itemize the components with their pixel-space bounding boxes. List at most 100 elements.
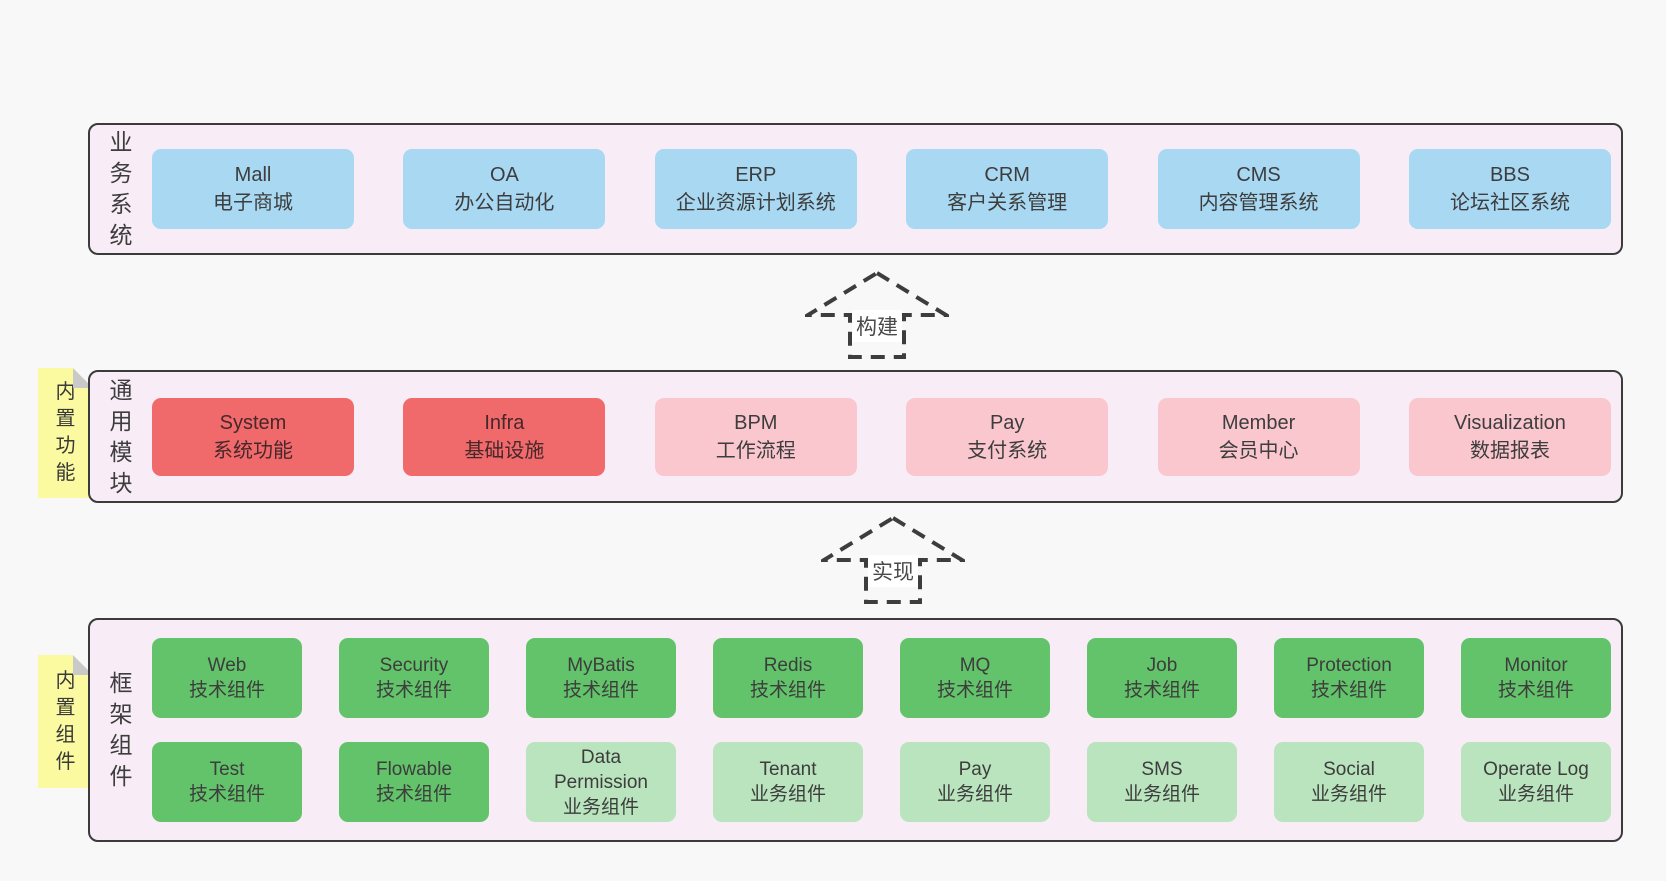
box-bpm: BPM 工作流程 bbox=[654, 397, 857, 476]
box-job-name: Job bbox=[1146, 655, 1178, 676]
arrow-build-label: 构建 bbox=[852, 310, 902, 342]
dashed-up-arrow-icon bbox=[821, 515, 965, 604]
box-erp-desc: 企业资源计划系统 bbox=[675, 192, 836, 214]
box-visualization: Visualization 数据报表 bbox=[1408, 397, 1611, 476]
box-tenant-name: Tenant bbox=[759, 759, 817, 780]
box-test: Test 技术组件 bbox=[152, 742, 302, 822]
box-test-name: Test bbox=[209, 759, 245, 780]
box-cms-name: CMS bbox=[1236, 164, 1281, 186]
box-protection-name: Protection bbox=[1306, 655, 1392, 676]
box-pay-component: Pay 业务组件 bbox=[900, 742, 1050, 822]
box-operate-log-name: Operate Log bbox=[1483, 759, 1589, 780]
note-built-in-components: 内 置 组 件 bbox=[38, 655, 93, 788]
box-mybatis: MyBatis 技术组件 bbox=[526, 638, 676, 718]
box-web-name: Web bbox=[207, 655, 247, 676]
box-bpm-name: BPM bbox=[734, 411, 778, 434]
box-redis-desc: 技术组件 bbox=[749, 680, 826, 701]
box-erp-name: ERP bbox=[735, 164, 777, 186]
note-built-in-components-text: 内 置 组 件 bbox=[55, 669, 76, 773]
box-tenant-desc: 业务组件 bbox=[749, 784, 826, 805]
box-bpm-desc: 工作流程 bbox=[715, 439, 796, 462]
box-oa-desc: 办公自动化 bbox=[454, 192, 555, 214]
box-security-name: Security bbox=[379, 655, 449, 676]
box-data-permission-name: Data Permission bbox=[554, 746, 648, 793]
box-crm-name: CRM bbox=[984, 164, 1030, 186]
box-sms-name: SMS bbox=[1141, 759, 1183, 780]
box-pay-module-desc: 支付系统 bbox=[967, 439, 1048, 462]
box-monitor-name: Monitor bbox=[1504, 655, 1568, 676]
box-security: Security 技术组件 bbox=[339, 638, 489, 718]
arrow-implement-label: 实现 bbox=[868, 555, 918, 587]
box-oa-name: OA bbox=[489, 164, 519, 186]
box-flowable: Flowable 技术组件 bbox=[339, 742, 489, 822]
box-mq-name: MQ bbox=[959, 655, 991, 676]
box-sms-desc: 业务组件 bbox=[1123, 784, 1200, 805]
box-pay-component-name: Pay bbox=[958, 759, 992, 780]
box-mall: Mall 电子商城 bbox=[152, 149, 354, 229]
box-infra-name: Infra bbox=[484, 411, 525, 434]
box-data-permission: Data Permission 业务组件 bbox=[526, 742, 676, 822]
components-row-1: Web 技术组件 Security 技术组件 MyBatis 技术组件 Redi… bbox=[152, 638, 1611, 718]
box-protection: Protection 技术组件 bbox=[1274, 638, 1424, 718]
box-visualization-name: Visualization bbox=[1453, 411, 1566, 434]
box-operate-log: Operate Log 业务组件 bbox=[1461, 742, 1611, 822]
box-security-desc: 技术组件 bbox=[375, 680, 452, 701]
box-bbs-name: BBS bbox=[1489, 164, 1530, 186]
box-operate-log-desc: 业务组件 bbox=[1497, 784, 1574, 805]
box-pay-module: Pay 支付系统 bbox=[906, 397, 1109, 476]
box-flowable-name: Flowable bbox=[375, 759, 453, 780]
box-infra: Infra 基础设施 bbox=[403, 397, 606, 476]
box-mq-desc: 技术组件 bbox=[936, 680, 1013, 701]
box-system-desc: 系统功能 bbox=[213, 439, 293, 462]
band-components-label: 框 架 组 件 bbox=[109, 670, 133, 789]
dashed-up-arrow-icon bbox=[805, 270, 949, 359]
box-system: System 系统功能 bbox=[152, 397, 354, 476]
box-infra-desc: 基础设施 bbox=[464, 439, 545, 462]
box-pay-component-desc: 业务组件 bbox=[936, 784, 1013, 805]
box-mybatis-name: MyBatis bbox=[567, 655, 635, 676]
box-cms: CMS 内容管理系统 bbox=[1157, 149, 1360, 229]
box-mall-name: Mall bbox=[234, 164, 272, 186]
box-member-desc: 会员中心 bbox=[1218, 439, 1299, 462]
arrow-implement-up: 实现 bbox=[821, 515, 965, 605]
box-crm: CRM 客户关系管理 bbox=[906, 149, 1109, 229]
band-business-label: 业 务 系 统 bbox=[109, 129, 133, 248]
box-tenant: Tenant 业务组件 bbox=[713, 742, 863, 822]
box-member: Member 会员中心 bbox=[1157, 397, 1360, 476]
band-business-boxes: Mall 电子商城 OA 办公自动化 ERP 企业资源计划系统 CRM 客户关系… bbox=[152, 125, 1611, 253]
box-web-desc: 技术组件 bbox=[188, 680, 265, 701]
box-data-permission-desc: 业务组件 bbox=[562, 796, 639, 818]
box-flowable-desc: 技术组件 bbox=[375, 784, 452, 805]
box-oa: OA 办公自动化 bbox=[403, 149, 606, 229]
band-framework-components: 框 架 组 件 Web 技术组件 Security 技术组件 MyBatis 技… bbox=[88, 618, 1623, 842]
box-monitor: Monitor 技术组件 bbox=[1461, 638, 1611, 718]
box-social-name: Social bbox=[1323, 759, 1375, 780]
box-redis-name: Redis bbox=[763, 655, 813, 676]
arrow-build-up: 构建 bbox=[805, 270, 949, 360]
box-crm-desc: 客户关系管理 bbox=[947, 192, 1068, 214]
band-components-boxes: Web 技术组件 Security 技术组件 MyBatis 技术组件 Redi… bbox=[152, 620, 1611, 840]
box-bbs: BBS 论坛社区系统 bbox=[1408, 149, 1611, 229]
box-redis: Redis 技术组件 bbox=[713, 638, 863, 718]
components-row-2: Test 技术组件 Flowable 技术组件 Data Permission … bbox=[152, 742, 1611, 822]
box-test-desc: 技术组件 bbox=[188, 784, 265, 805]
box-erp: ERP 企业资源计划系统 bbox=[654, 149, 857, 229]
box-social-desc: 业务组件 bbox=[1310, 784, 1387, 805]
box-job-desc: 技术组件 bbox=[1123, 680, 1200, 701]
box-mq: MQ 技术组件 bbox=[900, 638, 1050, 718]
box-member-name: Member bbox=[1221, 411, 1296, 434]
note-built-in-features-text: 内 置 功 能 bbox=[55, 381, 76, 484]
note-built-in-features: 内 置 功 能 bbox=[38, 368, 93, 498]
box-system-name: System bbox=[219, 411, 287, 434]
box-protection-desc: 技术组件 bbox=[1310, 680, 1387, 701]
box-monitor-desc: 技术组件 bbox=[1497, 680, 1574, 701]
band-common-modules: 通 用 模 块 System 系统功能 Infra 基础设施 BPM 工作流程 … bbox=[88, 370, 1623, 503]
band-modules-label: 通 用 模 块 bbox=[109, 376, 133, 496]
box-sms: SMS 业务组件 bbox=[1087, 742, 1237, 822]
box-web: Web 技术组件 bbox=[152, 638, 302, 718]
box-social: Social 业务组件 bbox=[1274, 742, 1424, 822]
box-visualization-desc: 数据报表 bbox=[1469, 439, 1550, 462]
box-mall-desc: 电子商城 bbox=[213, 192, 293, 214]
box-pay-module-name: Pay bbox=[989, 411, 1025, 434]
